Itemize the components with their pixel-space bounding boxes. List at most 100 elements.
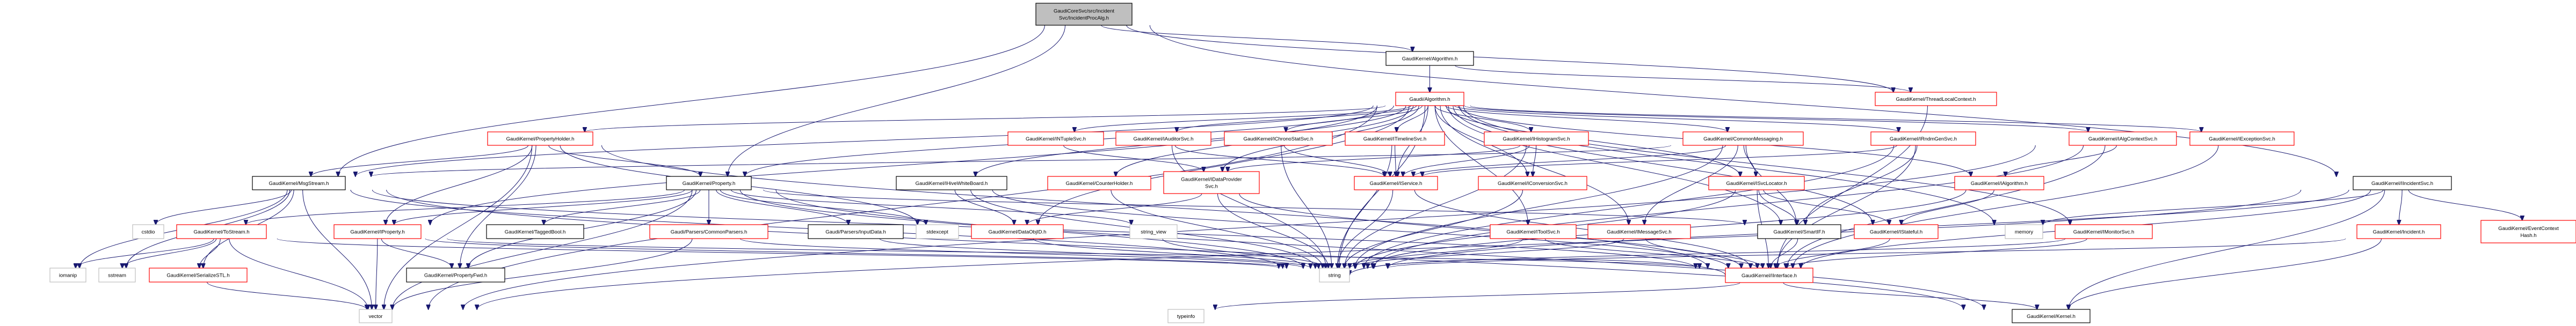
node-label: GaudiKernel/PropertyFwd.h — [424, 273, 487, 279]
node-box — [1345, 131, 1445, 146]
node-smartif[interactable]: GaudiKernel/SmartIF.h — [1757, 224, 1841, 239]
edge-property-to-smartif — [763, 189, 1745, 225]
node-box — [916, 224, 959, 239]
node-label: GaudiKernel/SerializeSTL.h — [166, 273, 229, 279]
node-propertyfwd[interactable]: GaudiKernel/PropertyFwd.h — [406, 268, 505, 283]
node-label: GaudiKernel/ISvcLocator.h — [1726, 181, 1787, 187]
node-commonparsers[interactable]: Gaudi/Parsers/CommonParsers.h — [649, 224, 768, 239]
node-label: iomanip — [59, 273, 77, 279]
node-label: vector — [369, 314, 383, 320]
node-box — [359, 309, 393, 323]
edge-root-to-iincidentsvc — [1149, 25, 2336, 176]
node-label: GaudiKernel/IHiveWhiteBoard.h — [916, 181, 988, 187]
edge-ihistogramsvc-to-iservice — [1403, 145, 1530, 176]
edge-gaudi_algorithm-to-intuplesvc — [1075, 105, 1412, 132]
node-label: GaudiKernel/EventContext — [2498, 226, 2559, 232]
node-string_view: string_view — [1129, 224, 1178, 239]
edge-iproperty-to-iinterface — [447, 238, 1700, 268]
node-threadlocal[interactable]: GaudiKernel/ThreadLocalContext.h — [1875, 92, 1997, 106]
node-label: GaudiKernel/IMessageSvc.h — [1607, 229, 1671, 235]
node-box — [2353, 176, 2452, 190]
node-iauditorsvc[interactable]: GaudiKernel/IAuditorSvc.h — [1115, 131, 1211, 146]
edge-iincidentsvc-to-kernel — [2069, 189, 2385, 309]
node-counterholder[interactable]: GaudiKernel/CounterHolder.h — [1047, 176, 1151, 190]
node-ihistogramsvc[interactable]: GaudiKernel/IHistogramSvc.h — [1484, 131, 1589, 146]
node-gk_algorithm[interactable]: GaudiKernel/Algorithm.h — [1385, 51, 1474, 66]
node-imonitorsvc[interactable]: GaudiKernel/IMonitorSvc.h — [2055, 224, 2153, 239]
node-istateful[interactable]: GaudiKernel/IStateful.h — [1854, 224, 1939, 239]
node-label: GaudiCoreSvc/src/Incident — [1054, 9, 1114, 14]
node-iexceptionsvc[interactable]: GaudiKernel/IExceptionSvc.h — [2189, 131, 2295, 146]
edge-inputdata-to-string — [879, 238, 1310, 268]
node-iservice[interactable]: GaudiKernel/IService.h — [1354, 176, 1438, 190]
node-label: Gaudi/Algorithm.h — [1409, 97, 1450, 102]
node-box — [649, 224, 768, 239]
node-label: GaudiKernel/IToolSvc.h — [1506, 229, 1559, 235]
node-incident[interactable]: GaudiKernel/Incident.h — [2356, 224, 2441, 239]
node-label: GaudiKernel/Algorithm.h — [1402, 56, 1458, 62]
node-iincidentsvc[interactable]: GaudiKernel/IIncidentSvc.h — [2353, 176, 2452, 190]
node-taggedbool[interactable]: GaudiKernel/TaggedBool.h — [486, 224, 584, 239]
node-box — [252, 176, 346, 190]
node-ihivewhiteboard[interactable]: GaudiKernel/IHiveWhiteBoard.h — [896, 176, 1007, 190]
edge-itimelinesvc-to-iservice — [1395, 145, 1396, 176]
edge-ialgorithm-to-istateful — [1902, 189, 1994, 225]
node-isvclocator[interactable]: GaudiKernel/ISvcLocator.h — [1708, 176, 1805, 190]
edge-smartif-to-iinterface — [1770, 238, 1798, 268]
edge-tostream-to-serializestl — [199, 238, 221, 268]
edge-gaudi_algorithm-to-imonitorsvc — [1463, 105, 2070, 225]
node-label: GaudiKernel/ThreadLocalContext.h — [1896, 97, 1976, 102]
node-label: string — [1328, 273, 1340, 279]
node-box — [808, 224, 904, 239]
edge-gaudi_algorithm-to-msgstream — [355, 105, 1374, 176]
node-iinterface[interactable]: GaudiKernel/IInterface.h — [1725, 268, 1813, 283]
node-box — [1954, 176, 2044, 190]
edge-tostream-to-vector — [229, 238, 368, 309]
edge-ichronostatsvc-to-iservice — [1283, 145, 1390, 176]
node-serializestl[interactable]: GaudiKernel/SerializeSTL.h — [149, 268, 248, 283]
node-box — [1319, 268, 1350, 283]
node-box — [1757, 224, 1841, 239]
node-imessagesvc[interactable]: GaudiKernel/IMessageSvc.h — [1587, 224, 1691, 239]
node-box — [406, 268, 505, 283]
node-propertyholder[interactable]: GaudiKernel/PropertyHolder.h — [487, 131, 593, 146]
edge-root-to-msgstream — [338, 25, 1045, 176]
node-ichronostatsvc[interactable]: GaudiKernel/IChronoStatSvc.h — [1224, 131, 1333, 146]
edge-property-to-kernel — [775, 189, 1984, 309]
node-ialgcontextsvc[interactable]: GaudiKernel/IAlgContextSvc.h — [2069, 131, 2177, 146]
node-tostream[interactable]: GaudiKernel/ToStream.h — [176, 224, 267, 239]
node-inputdata[interactable]: Gaudi/Parsers/InputData.h — [808, 224, 904, 239]
node-property[interactable]: GaudiKernel/Property.h — [666, 176, 752, 190]
node-dataobjid[interactable]: GaudiKernel/DataObjID.h — [971, 224, 1064, 239]
node-msgstream[interactable]: GaudiKernel/MsgStream.h — [252, 176, 346, 190]
edge-iproperty-to-string — [425, 238, 1287, 268]
node-itimelinesvc[interactable]: GaudiKernel/ITimelineSvc.h — [1345, 131, 1445, 146]
edge-isvclocator-to-istateful — [1763, 189, 1889, 225]
node-irndmgensvc[interactable]: GaudiKernel/IRndmGenSvc.h — [1870, 131, 1976, 146]
node-label: GaudiKernel/MsgStream.h — [269, 181, 329, 187]
node-stdexcept: stdexcept — [916, 224, 959, 239]
node-commonmessaging[interactable]: GaudiKernel/CommonMessaging.h — [1682, 131, 1804, 146]
nodes-layer: GaudiCoreSvc/src/IncidentSvc/IncidentPro… — [49, 3, 2576, 323]
node-ialgorithm[interactable]: GaudiKernel/IAlgorithm.h — [1954, 176, 2044, 190]
edge-gaudi_algorithm-to-ichronostatsvc — [1286, 105, 1423, 132]
node-root[interactable]: GaudiCoreSvc/src/IncidentSvc/IncidentPro… — [1035, 3, 1133, 26]
node-kernel[interactable]: GaudiKernel/Kernel.h — [2012, 309, 2091, 323]
edge-iincidentsvc-to-vector — [477, 189, 2302, 309]
node-intuplesvc[interactable]: GaudiKernel/INTupleSvc.h — [1007, 131, 1104, 146]
edge-gk_algorithm-to-threadlocal — [1455, 65, 1911, 92]
node-itoolsvc[interactable]: GaudiKernel/IToolSvc.h — [1490, 224, 1577, 239]
node-box — [1395, 92, 1464, 106]
node-vector: vector — [359, 309, 393, 323]
node-sstream: sstream — [98, 268, 136, 283]
node-gaudi_algorithm[interactable]: Gaudi/Algorithm.h — [1395, 92, 1464, 106]
node-iproperty[interactable]: GaudiKernel/IProperty.h — [333, 224, 422, 239]
node-label: GaudiKernel/IRndmGenSvc.h — [1890, 136, 1957, 142]
edge-imonitorsvc-to-iinterface — [1786, 238, 2087, 268]
node-label: GaudiKernel/DataObjID.h — [989, 229, 1047, 235]
edge-ihistogramsvc-to-iconversionsvc — [1533, 145, 1537, 176]
node-iconversionsvc[interactable]: GaudiKernel/IConversionSvc.h — [1478, 176, 1587, 190]
